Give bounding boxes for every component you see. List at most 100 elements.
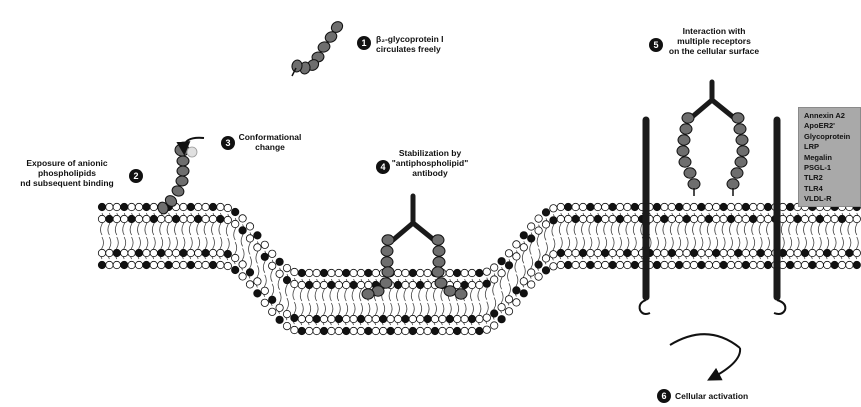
lipid-head: [106, 261, 113, 268]
lipid-head: [542, 209, 549, 216]
lipid-head: [246, 281, 253, 288]
lipid-head: [283, 264, 290, 271]
lipid-head: [343, 269, 350, 276]
lipid-head: [750, 249, 757, 256]
lipid-head: [409, 281, 416, 288]
lipid-head: [528, 223, 535, 230]
lipid-head: [372, 269, 379, 276]
lipid-head: [172, 261, 179, 268]
lipid-head: [195, 261, 202, 268]
lipid-head: [121, 261, 128, 268]
step-2-badge: 2: [129, 169, 143, 183]
lipid-head: [750, 215, 757, 222]
lipid-head: [165, 215, 172, 222]
lipid-head: [528, 281, 535, 288]
receptor-item: LRP: [804, 142, 860, 152]
lipid-head: [254, 232, 261, 239]
lipid-head: [283, 310, 290, 317]
lipid-head: [128, 203, 135, 210]
lipid-head: [158, 261, 165, 268]
lipid-head: [787, 215, 794, 222]
lipid-head: [335, 315, 342, 322]
lipid-head: [217, 203, 224, 210]
lipid-head: [106, 203, 113, 210]
lipid-head: [609, 215, 616, 222]
lipid-head: [232, 254, 239, 261]
lipid-head: [498, 316, 505, 323]
lipid-head: [298, 269, 305, 276]
lipid-head: [587, 215, 594, 222]
lipid-head: [283, 322, 290, 329]
lipid-head: [727, 203, 734, 210]
lipid-head: [357, 315, 364, 322]
lipid-head: [291, 314, 298, 321]
lipid-head: [106, 215, 113, 222]
lipid-head: [298, 327, 305, 334]
lipid-head: [653, 249, 660, 256]
step-1-badge: 1: [357, 36, 371, 50]
lipid-head: [505, 308, 512, 315]
lipid-head: [291, 280, 298, 287]
lipid-head: [735, 203, 742, 210]
lipid-head: [350, 327, 357, 334]
step-6-label: Cellular activation: [675, 391, 748, 401]
lipid-head: [816, 261, 823, 268]
lipid-head: [172, 249, 179, 256]
lipid-head: [750, 261, 757, 268]
lipid-head: [483, 326, 490, 333]
lipid-head: [535, 261, 542, 268]
lipid-head: [683, 203, 690, 210]
lipid-head: [720, 249, 727, 256]
lipid-head: [727, 215, 734, 222]
lipid-head: [402, 315, 409, 322]
lipid-head: [372, 327, 379, 334]
lipid-head: [343, 315, 350, 322]
receptor-item: ApoER2': [804, 121, 860, 131]
lipid-head: [394, 327, 401, 334]
lipid-head: [528, 269, 535, 276]
lipid-head: [454, 315, 461, 322]
lipid-head: [165, 249, 172, 256]
lipid-head: [557, 261, 564, 268]
lipid-head: [550, 251, 557, 258]
step-6-badge: 6: [657, 389, 671, 403]
lipid-head: [616, 261, 623, 268]
lipid-head: [409, 315, 416, 322]
lipid-head: [454, 269, 461, 276]
lipid-head: [313, 315, 320, 322]
lipid-head: [498, 258, 505, 265]
lipid-head: [143, 215, 150, 222]
lipid-head: [565, 215, 572, 222]
lipid-head: [735, 215, 742, 222]
lipid-head: [668, 215, 675, 222]
lipid-head: [261, 299, 268, 306]
lipid-head: [461, 281, 468, 288]
lipid-head: [357, 327, 364, 334]
lipid-head: [313, 281, 320, 288]
lipid-head: [232, 266, 239, 273]
lipid-head: [831, 249, 838, 256]
lipid-head: [394, 269, 401, 276]
lipid-head: [269, 250, 276, 257]
lipid-head: [276, 270, 283, 277]
receptor-item: Glycoprotein: [804, 132, 860, 142]
lipid-head: [698, 215, 705, 222]
step-4-label: Stabilization by "antiphospholipid" anti…: [388, 148, 472, 178]
lipid-head: [727, 249, 734, 256]
lipid-head: [254, 244, 261, 251]
antibody-2-arm-left: [692, 100, 712, 117]
lipid-head: [357, 269, 364, 276]
lipid-head: [417, 315, 424, 322]
lipid-head: [705, 203, 712, 210]
lipid-head: [705, 215, 712, 222]
lipid-head: [217, 215, 224, 222]
lipid-head: [498, 270, 505, 277]
lipid-head: [335, 327, 342, 334]
lipid-head: [454, 327, 461, 334]
lipid-head: [409, 327, 416, 334]
lipid-head: [690, 215, 697, 222]
lipid-head: [579, 261, 586, 268]
lipid-head: [550, 205, 557, 212]
lipid-head: [180, 249, 187, 256]
lipid-head: [232, 220, 239, 227]
